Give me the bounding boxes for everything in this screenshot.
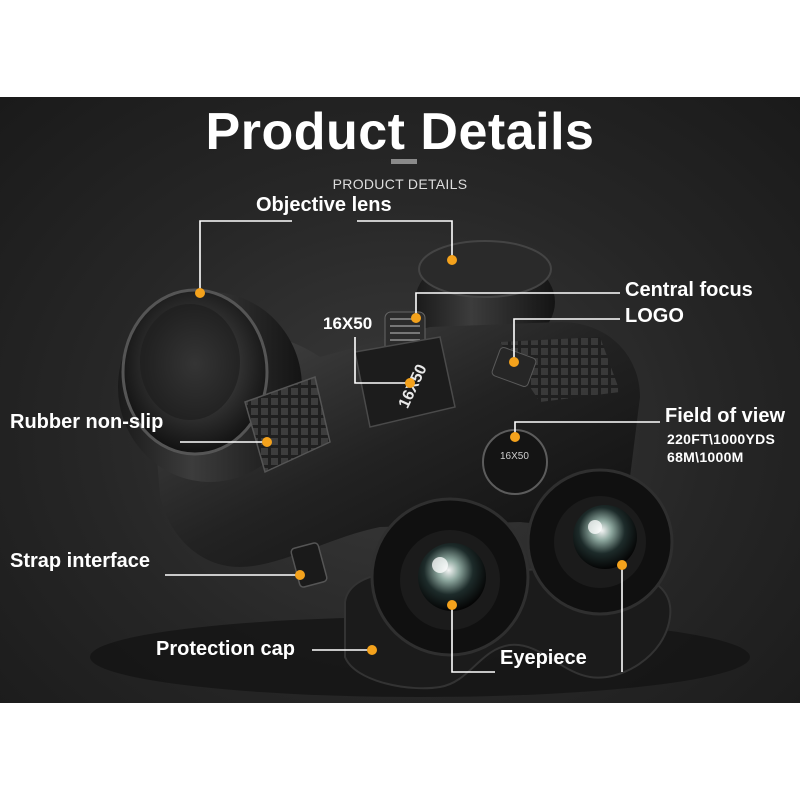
callout-lines: [165, 220, 660, 673]
label-eyepiece: Eyepiece: [500, 647, 587, 669]
title-underline: [391, 159, 417, 164]
product-image-panel: 16X50 16X50: [0, 97, 800, 703]
label-protection-cap: Protection cap: [156, 638, 295, 660]
label-strap-interface: Strap interface: [10, 550, 151, 572]
label-fov-ft: 220FT\1000YDS: [667, 431, 776, 447]
callout-dots: [195, 255, 627, 655]
page-subtitle: PRODUCT DETAILS: [332, 176, 468, 192]
eyepiece-model-imprint: 16X50: [500, 451, 529, 462]
page-title: Product Details: [205, 103, 595, 161]
label-rubber-non-slip: Rubber non-slip: [10, 411, 164, 433]
label-field-of-view: Field of view: [665, 405, 786, 427]
label-model: 16X50: [323, 314, 373, 333]
label-central-focus: Central focus: [625, 279, 753, 301]
label-objective-lens: Objective lens: [256, 194, 392, 216]
strap-lug: [290, 542, 328, 588]
hinge-plate: [354, 336, 456, 428]
binoculars-illustration: 16X50 16X50: [90, 220, 750, 697]
label-fov-m: 68M\1000M: [667, 449, 744, 465]
right-eyepiece-glass: [573, 505, 637, 569]
label-logo: LOGO: [625, 305, 684, 327]
rubber-grip: [244, 376, 331, 474]
